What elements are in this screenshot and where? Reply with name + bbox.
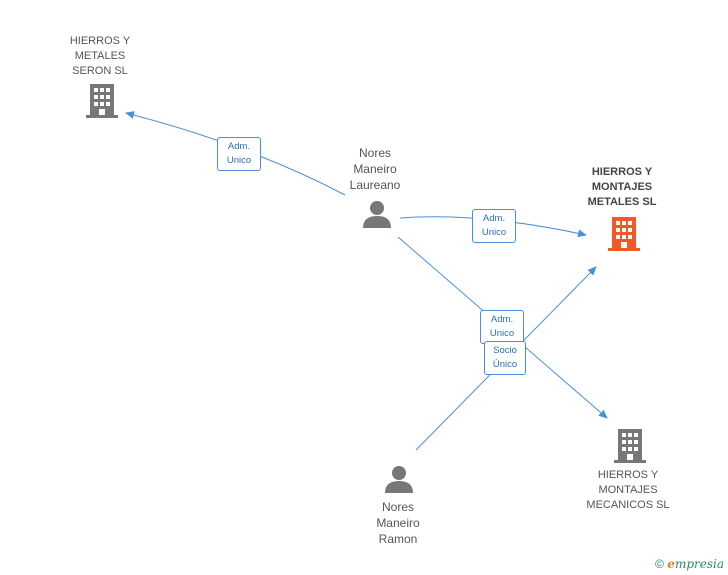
building-icon[interactable] — [608, 217, 640, 251]
empresia-logo: empresia — [667, 557, 724, 571]
company-label-hierros-montajes-mecanicos[interactable]: HIERROS Y MONTAJES MECANICOS SL — [586, 469, 670, 511]
edge-label-ramon-metales: Socio Único — [484, 341, 526, 375]
copyright-symbol: © — [655, 557, 664, 571]
building-icon[interactable] — [86, 84, 118, 118]
company-label-hierros-montajes-metales[interactable]: HIERROS Y MONTAJES METALES SL — [587, 166, 657, 208]
person-label-nores-maneiro-laureano[interactable]: Nores Maneiro Laureano — [349, 146, 401, 192]
building-icon[interactable] — [614, 429, 646, 463]
company-label-hierros-metales-seron[interactable]: HIERROS Y METALES SERON SL — [69, 35, 131, 77]
person-icon[interactable] — [384, 465, 414, 495]
edge-label-laureano-seron: Adm. Unico — [217, 137, 261, 171]
edge-label-laureano-mecanicos: Adm. Unico — [480, 310, 524, 344]
person-icon[interactable] — [362, 200, 392, 230]
person-label-nores-maneiro-ramon[interactable]: Nores Maneiro Ramon — [376, 500, 420, 546]
empresia-footer[interactable]: © empresia — [655, 557, 724, 571]
edge-label-laureano-metales: Adm. Unico — [472, 209, 516, 243]
